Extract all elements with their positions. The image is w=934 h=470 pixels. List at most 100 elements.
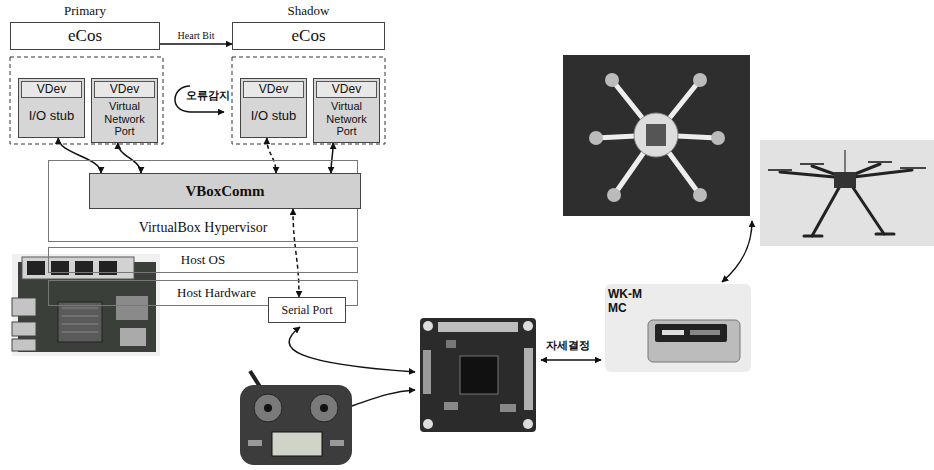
wkm-photo <box>605 284 751 372</box>
drone-photo-part-part <box>852 186 884 234</box>
drone-photo-part <box>900 167 926 169</box>
board-photo-part <box>12 322 36 336</box>
flight-controller-board-part <box>423 419 433 429</box>
hypervisor-layer: VirtualBox Hypervisor VBoxComm <box>48 160 358 242</box>
board-photo-part <box>62 316 98 317</box>
stub-body: I/O stub <box>21 98 82 135</box>
host-os-layer: Host OS <box>48 247 358 273</box>
hexacopter-photo-part <box>646 124 666 146</box>
stub-body: Virtual Network Port <box>316 98 377 140</box>
remote-controller-part <box>320 404 328 412</box>
link-note: 자세결정 <box>546 339 590 353</box>
hexacopter-photo-part <box>693 73 707 87</box>
hexacopter-photo-part <box>711 131 725 145</box>
os-name: eCos <box>68 26 102 46</box>
board-photo-part <box>58 302 102 342</box>
box-label: Serial Port <box>282 303 333 318</box>
connector <box>267 138 276 173</box>
board-photo-part <box>62 324 98 325</box>
drone-photo-part <box>768 169 792 171</box>
box-label: VBoxComm <box>185 183 264 200</box>
wkm-photo-part <box>662 330 684 335</box>
flight-controller-board-part <box>500 404 516 412</box>
hexacopter-photo-part <box>634 113 678 157</box>
module-name: WK-M MC <box>608 287 652 315</box>
flight-controller-board-part <box>438 322 518 332</box>
stub-label: I/O stub <box>29 109 75 124</box>
drone-photo-part <box>844 150 846 172</box>
flight-controller-board-part <box>523 321 533 331</box>
connector <box>160 43 232 45</box>
stub-label: Virtual Network Port <box>95 100 154 138</box>
vm-heading: Primary <box>10 2 160 20</box>
flight-controller-board-part <box>524 348 533 410</box>
hexacopter-photo-part <box>605 73 619 87</box>
drone-photo-part <box>834 172 856 188</box>
flight-controller-board-part <box>423 350 431 394</box>
serial-port-box: Serial Port <box>268 297 346 323</box>
drone-photo-part <box>780 164 912 236</box>
remote-controller-part <box>248 440 262 446</box>
vdev-tag: VDev <box>21 81 82 98</box>
connector <box>58 138 101 173</box>
network-port-box: VDevVirtual Network Port <box>313 78 380 143</box>
wkm-photo-part <box>648 320 740 362</box>
board-photo-part <box>120 328 146 346</box>
remote-controller-part <box>240 385 352 465</box>
vdev-tag: VDev <box>94 81 155 98</box>
board-photo-part <box>12 298 36 316</box>
flight-controller-board-part <box>523 419 533 429</box>
os-name: eCos <box>292 26 326 46</box>
flight-controller-board-part <box>444 402 458 410</box>
vdev-tag: VDev <box>243 81 304 98</box>
attitude-link <box>541 359 601 361</box>
drone-link <box>722 221 752 282</box>
wkm-photo-part <box>605 284 751 372</box>
os-box: eCos <box>10 22 160 50</box>
vm-os-box: Primary eCos <box>10 2 160 50</box>
remote-controller-part <box>310 394 338 422</box>
hexacopter-photo-part <box>563 55 750 216</box>
drone-photo-part <box>868 161 892 163</box>
edge-label: Heart Bit <box>177 30 216 42</box>
controller-module: WK-M MC <box>605 284 751 372</box>
flight-controller-board <box>420 318 536 432</box>
vm-os-box: Shadow eCos <box>232 2 385 50</box>
comm-module-box: VBoxComm <box>89 173 361 209</box>
remote-controller-part <box>272 432 322 456</box>
box-label: Host Hardware <box>177 285 256 301</box>
board-photo-part <box>22 257 134 279</box>
function-note: 오류감지 <box>186 89 230 103</box>
connector <box>293 209 299 297</box>
connector <box>118 143 141 173</box>
network-port-box: VDevVirtual Network Port <box>91 78 158 143</box>
flight-controller-board-part <box>420 318 536 432</box>
drone-photo <box>760 140 934 246</box>
flight-controller-board-part <box>460 356 498 394</box>
wkm-photo-part <box>655 324 727 342</box>
board-photo-part <box>12 339 36 351</box>
vm-heading: Shadow <box>232 2 385 20</box>
drone-photo-part <box>800 163 824 165</box>
drone-photo-part-part <box>804 235 822 238</box>
board-photo-part <box>62 332 98 333</box>
box-label: Host OS <box>181 252 225 268</box>
stub-label: I/O stub <box>251 109 297 124</box>
drone-photo-part-part <box>812 186 840 236</box>
vm-region <box>10 57 163 144</box>
remote-controller <box>240 371 352 465</box>
board-photo-part <box>62 308 98 309</box>
vdev-tag: VDev <box>316 81 377 98</box>
board-photo <box>12 254 160 356</box>
hexacopter-photo-part <box>596 80 718 195</box>
stub-body: Virtual Network Port <box>94 98 155 140</box>
drone-photo-part <box>760 140 934 246</box>
radio-link <box>352 390 415 406</box>
hexacopter-photo <box>563 55 750 216</box>
remote-controller-part <box>330 440 344 446</box>
board-photo-part <box>27 261 45 275</box>
os-box: eCos <box>232 22 385 50</box>
serial-wire <box>289 327 415 372</box>
layer-label: VirtualBox Hypervisor <box>139 220 268 236</box>
